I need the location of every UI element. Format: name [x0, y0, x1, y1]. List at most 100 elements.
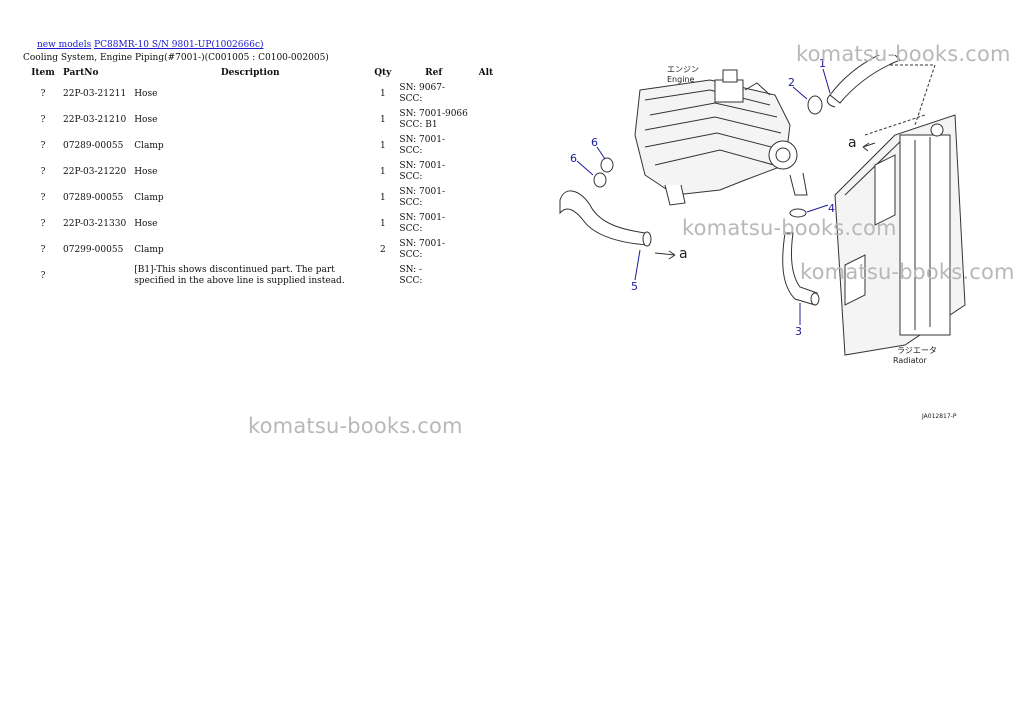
callout-6: 6: [591, 136, 598, 149]
radiator-label-en: Radiator: [893, 356, 928, 365]
cell-description: Clamp: [134, 192, 164, 203]
callout-3: 3: [795, 325, 802, 338]
cell-ref: SN: 7001-SCC:: [395, 211, 471, 237]
cell-alt: [472, 159, 500, 185]
ref-sn: SN: 7001-9066: [399, 109, 468, 119]
table-header-row: Item PartNo Description Qty Ref Alt: [23, 65, 500, 81]
table-row: ? 07289-00055 Clamp 1 SN: 7001-SCC:: [23, 133, 500, 159]
breadcrumb-link-model[interactable]: PC88MR-10 S/N 9801-UP(1002666c): [94, 40, 264, 50]
cell-item: ?: [40, 114, 46, 125]
ref-a-left: a: [679, 246, 688, 262]
cell-description: Hose: [134, 166, 158, 177]
hose-3: [782, 232, 818, 306]
header-ref: Ref: [425, 67, 443, 78]
cell-partno: 22P-03-21330: [63, 218, 127, 229]
cell-qty: [370, 263, 395, 289]
ref-scc: SCC:: [399, 224, 423, 234]
clamp-6-lower: [593, 172, 607, 188]
header-description: Description: [220, 67, 280, 78]
cell-partno: 22P-03-21211: [63, 88, 127, 99]
cell-qty: 1: [379, 114, 386, 125]
hose-1: [829, 55, 901, 104]
cell-qty: 1: [379, 166, 386, 177]
watermark: komatsu-books.com: [796, 42, 1011, 66]
cell-partno: 22P-03-21210: [63, 114, 127, 125]
ref-sn: SN: 7001-: [399, 187, 445, 197]
cell-partno: 07289-00055: [63, 140, 124, 151]
ref-sn: SN: 7001-: [399, 161, 445, 171]
ref-scc: SCC:: [399, 172, 423, 182]
cell-partno: 07289-00055: [63, 192, 124, 203]
cell-partno: 07299-00055: [63, 244, 124, 255]
parts-diagram: 1 2 3 4 5 6 6 エンジン Engine ラジエータ Radiator…: [559, 55, 966, 420]
cell-item: ?: [40, 218, 46, 229]
cell-qty: 1: [379, 192, 386, 203]
cell-description: Clamp: [134, 140, 164, 151]
radiator-label-jp: ラジエータ: [897, 346, 937, 355]
cell-description: Hose: [134, 218, 158, 229]
cell-description: Hose: [134, 88, 158, 99]
header-item: Item: [31, 67, 55, 78]
hose-5: [559, 190, 648, 246]
watermark: komatsu-books.com: [800, 260, 1015, 284]
page-subtitle: Cooling System, Engine Piping(#7001-)(C0…: [23, 53, 329, 63]
cell-item: ?: [40, 88, 46, 99]
clamp-2: [807, 95, 823, 115]
ref-scc: SCC:: [399, 94, 423, 104]
clamp-4: [789, 208, 807, 218]
cell-partno: 22P-03-21220: [63, 166, 127, 177]
ref-scc: SCC:: [399, 146, 423, 156]
table-row: ? [B1]-This shows discontinued part. The…: [23, 263, 500, 289]
cell-qty: 1: [379, 140, 386, 151]
table-row: ? 22P-03-21211 Hose 1 SN: 9067-SCC:: [23, 81, 500, 107]
cell-alt: [472, 81, 500, 107]
cell-alt: [472, 263, 500, 289]
header-partno: PartNo: [63, 67, 99, 78]
callout-2: 2: [788, 76, 795, 89]
header-alt: Alt: [478, 67, 494, 78]
cell-item: ?: [40, 140, 46, 151]
cell-qty: 2: [379, 244, 386, 255]
breadcrumb: new models PC88MR-10 S/N 9801-UP(1002666…: [37, 40, 264, 50]
cell-alt: [472, 211, 500, 237]
watermark: komatsu-books.com: [682, 216, 897, 240]
cell-qty: 1: [379, 218, 386, 229]
cell-ref: SN: 7001-SCC:: [395, 133, 471, 159]
cell-description: Clamp: [134, 244, 164, 255]
diagram-code: JA012817-P: [921, 413, 957, 420]
table-row: ? 22P-03-21330 Hose 1 SN: 7001-SCC:: [23, 211, 500, 237]
ref-scc: SCC: B1: [399, 120, 438, 130]
radiator-illustration: [834, 64, 966, 356]
cell-item: ?: [40, 244, 46, 255]
cell-ref: SN: 9067-SCC:: [395, 81, 471, 107]
cell-alt: [472, 185, 500, 211]
cell-ref: SN: 7001-SCC:: [395, 237, 471, 263]
table-row: ? 22P-03-21220 Hose 1 SN: 7001-SCC:: [23, 159, 500, 185]
callout-4: 4: [828, 202, 835, 215]
engine-label-jp: エンジン: [667, 65, 699, 74]
cell-ref: SN: -SCC:: [395, 263, 471, 289]
ref-sn: SN: 7001-: [399, 239, 445, 249]
cell-description-note: [B1]-This shows discontinued part. The p…: [134, 265, 345, 286]
ref-sn: SN: -: [399, 265, 423, 275]
breadcrumb-link-new-models[interactable]: new models: [37, 40, 92, 50]
ref-sn: SN: 7001-: [399, 135, 445, 145]
cell-description: Hose: [134, 114, 158, 125]
engine-illustration: [634, 69, 808, 206]
cell-ref: SN: 7001-SCC:: [395, 185, 471, 211]
engine-label-en: Engine: [667, 75, 694, 84]
ref-sn: SN: 7001-: [399, 213, 445, 223]
cell-item: ?: [40, 192, 46, 203]
cell-alt: [472, 133, 500, 159]
cell-partno: [63, 263, 130, 289]
cell-alt: [472, 107, 500, 133]
ref-scc: SCC:: [399, 198, 423, 208]
cell-alt: [472, 237, 500, 263]
parts-table: Item PartNo Description Qty Ref Alt ? 22…: [23, 65, 500, 289]
callout-5: 5: [631, 280, 638, 293]
watermark: komatsu-books.com: [248, 414, 463, 438]
ref-a-right: a: [848, 135, 857, 151]
table-row: ? 07289-00055 Clamp 1 SN: 7001-SCC:: [23, 185, 500, 211]
